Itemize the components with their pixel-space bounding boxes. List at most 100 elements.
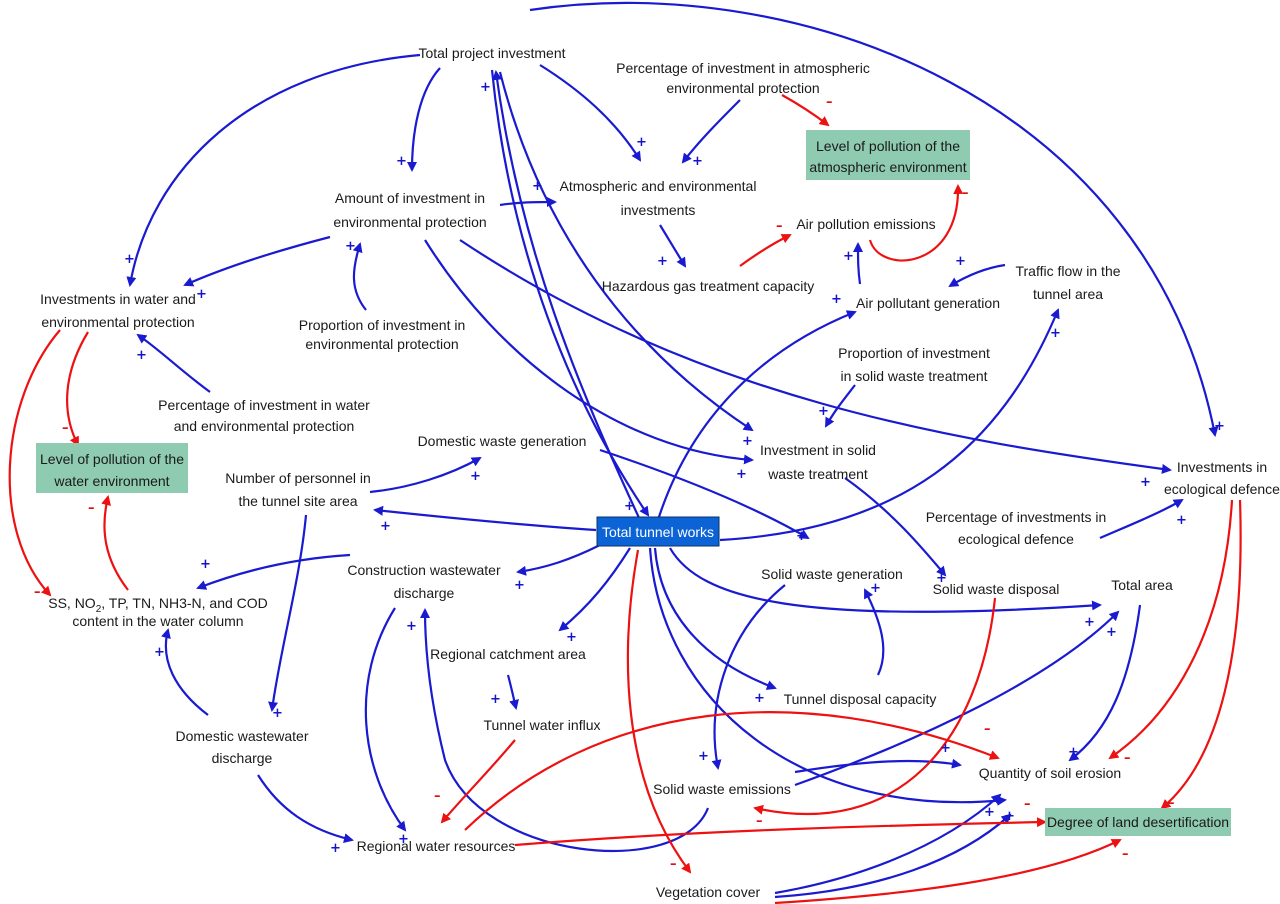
node-water-investments[interactable]: Investments in water and bbox=[40, 291, 196, 307]
node-ecological-investments[interactable]: Investments in bbox=[1177, 459, 1267, 475]
positive-sign: + bbox=[940, 741, 951, 756]
node-solid-waste-investment[interactable]: Investment in solid bbox=[760, 442, 876, 458]
link bbox=[420, 608, 710, 853]
node-land-desertification[interactable]: Degree of land desertification bbox=[1047, 814, 1229, 830]
positive-sign: + bbox=[955, 254, 966, 269]
node-construction-wastewater[interactable]: Construction wastewater bbox=[347, 562, 501, 578]
node-hazardous-gas-capacity[interactable]: Hazardous gas treatment capacity bbox=[602, 278, 814, 294]
positive-sign: + bbox=[490, 692, 501, 707]
node-solid-waste-investment-line2: waste treatment bbox=[767, 466, 868, 482]
node-atmospheric-investments[interactable]: Atmospheric and environmental bbox=[560, 178, 757, 194]
link bbox=[711, 584, 786, 770]
node-labels: Total project investment Percentage of i… bbox=[40, 45, 1280, 900]
positive-links bbox=[126, 1, 1219, 899]
positive-sign: + bbox=[396, 154, 407, 169]
node-solid-waste-emissions[interactable]: Solid waste emissions bbox=[653, 781, 791, 797]
link bbox=[499, 197, 557, 208]
positive-sign: + bbox=[984, 805, 995, 820]
node-pct-water-investment[interactable]: Percentage of investment in water bbox=[158, 397, 370, 413]
link bbox=[529, 1, 1219, 437]
node-domestic-wastewater-line2: discharge bbox=[212, 750, 273, 766]
positive-sign: + bbox=[742, 434, 753, 449]
positive-sign: + bbox=[1140, 475, 1151, 490]
positive-sign: + bbox=[480, 80, 491, 95]
negative-signs: – – – – – – – – – – – – – – bbox=[34, 95, 1175, 872]
positive-sign: + bbox=[1050, 326, 1061, 341]
node-prop-solid-waste-investment[interactable]: Proportion of investment bbox=[838, 345, 990, 361]
link bbox=[514, 817, 1047, 847]
positive-sign: + bbox=[1176, 513, 1187, 528]
node-regional-catchment[interactable]: Regional catchment area bbox=[430, 646, 586, 662]
link bbox=[66, 331, 89, 447]
node-water-column-content[interactable]: SS, NO2, TP, TN, NH3-N, and COD bbox=[48, 595, 268, 615]
positive-sign: + bbox=[136, 348, 147, 363]
node-domestic-wastewater[interactable]: Domestic wastewater bbox=[175, 728, 308, 744]
node-pct-atmospheric-investment-line2: environmental protection bbox=[666, 80, 819, 96]
positive-sign: + bbox=[843, 249, 854, 264]
positive-sign: + bbox=[406, 619, 417, 634]
negative-sign: – bbox=[434, 789, 441, 804]
positive-sign: + bbox=[532, 179, 543, 194]
link bbox=[853, 242, 864, 285]
link bbox=[656, 310, 857, 521]
link bbox=[407, 67, 441, 172]
link bbox=[440, 739, 516, 824]
node-tunnel-disposal-capacity[interactable]: Tunnel disposal capacity bbox=[784, 691, 937, 707]
negative-sign: – bbox=[1124, 751, 1131, 766]
link bbox=[719, 308, 1060, 542]
positive-sign: + bbox=[754, 691, 765, 706]
node-solid-waste-generation[interactable]: Solid waste generation bbox=[761, 566, 903, 582]
node-solid-waste-disposal[interactable]: Solid waste disposal bbox=[933, 581, 1060, 597]
total-tunnel-works-box[interactable] bbox=[596, 516, 720, 547]
node-total-project-investment[interactable]: Total project investment bbox=[418, 45, 565, 61]
positive-sign: + bbox=[636, 135, 647, 150]
node-soil-erosion[interactable]: Quantity of soil erosion bbox=[979, 765, 1121, 781]
positive-sign: + bbox=[272, 706, 283, 721]
node-water-pollution-line2: water environment bbox=[53, 473, 169, 489]
positive-sign: + bbox=[796, 529, 807, 544]
negative-sign: – bbox=[776, 219, 783, 234]
node-air-pollutant-generation[interactable]: Air pollutant generation bbox=[856, 295, 1000, 311]
water-pollution-box bbox=[36, 443, 188, 493]
node-prop-env-investment[interactable]: Proportion of investment in bbox=[299, 317, 466, 333]
link bbox=[364, 607, 407, 832]
negative-sign: – bbox=[670, 857, 677, 872]
positive-sign: + bbox=[698, 749, 709, 764]
positive-sign: + bbox=[470, 469, 481, 484]
node-regional-water-resources[interactable]: Regional water resources bbox=[357, 838, 516, 854]
node-traffic-flow[interactable]: Traffic flow in the bbox=[1015, 263, 1120, 279]
positive-sign: + bbox=[330, 841, 341, 856]
node-vegetation-cover[interactable]: Vegetation cover bbox=[656, 884, 761, 900]
node-total-area[interactable]: Total area bbox=[1111, 577, 1173, 593]
link bbox=[161, 628, 209, 716]
node-amount-env-investment-line2: environmental protection bbox=[333, 214, 486, 230]
link bbox=[516, 544, 601, 576]
link bbox=[864, 588, 885, 676]
positive-sign: + bbox=[1084, 615, 1095, 630]
positive-sign: + bbox=[1106, 625, 1117, 640]
positive-sign: + bbox=[657, 254, 668, 269]
positive-sign: + bbox=[196, 287, 207, 302]
link bbox=[669, 547, 1102, 613]
node-domestic-waste-generation[interactable]: Domestic waste generation bbox=[418, 433, 587, 449]
positive-sign: + bbox=[870, 581, 881, 596]
node-total-tunnel-works[interactable]: Total tunnel works bbox=[602, 524, 714, 540]
link bbox=[648, 547, 1007, 806]
node-pct-atmospheric-investment[interactable]: Percentage of investment in atmospheric bbox=[616, 60, 870, 76]
negative-sign: – bbox=[62, 421, 69, 436]
positive-sign: + bbox=[1214, 419, 1225, 434]
link bbox=[369, 457, 482, 494]
node-air-pollution-emissions[interactable]: Air pollution emissions bbox=[796, 216, 935, 232]
positive-sign: + bbox=[566, 630, 577, 645]
node-atmospheric-pollution[interactable]: Level of pollution of the bbox=[816, 138, 960, 154]
link bbox=[681, 99, 741, 164]
node-atmospheric-investments-line2: investments bbox=[621, 202, 696, 218]
node-water-pollution[interactable]: Level of pollution of the bbox=[40, 451, 184, 467]
positive-sign: + bbox=[380, 519, 391, 534]
node-pct-eco-investment[interactable]: Percentage of investments in bbox=[926, 509, 1107, 525]
positive-sign: + bbox=[1004, 809, 1015, 824]
node-personnel-count[interactable]: Number of personnel in bbox=[225, 470, 371, 486]
node-tunnel-water-influx[interactable]: Tunnel water influx bbox=[484, 717, 601, 733]
node-amount-env-investment[interactable]: Amount of investment in bbox=[335, 190, 485, 206]
